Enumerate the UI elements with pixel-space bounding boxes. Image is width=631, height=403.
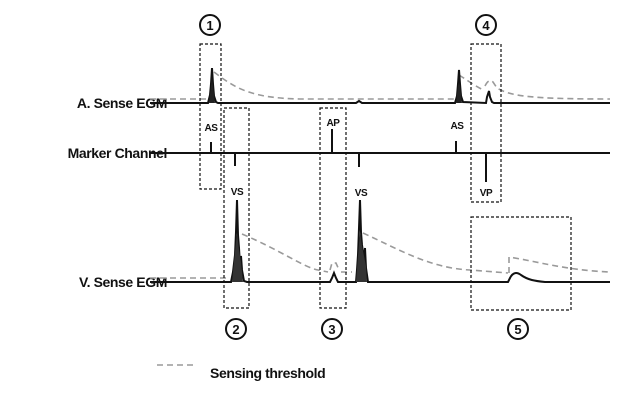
- callout-marker-2: 2: [225, 318, 247, 340]
- callout-box-5: [470, 216, 572, 311]
- marker-label-vp: VP: [480, 188, 493, 199]
- atrial-egm-signal: [150, 67, 610, 105]
- callout-number-5: 5: [514, 322, 521, 337]
- marker-label-as-1: AS: [204, 123, 218, 134]
- legend-threshold-label: Sensing threshold: [210, 365, 325, 381]
- atrial-egm-fill-2: [456, 82, 462, 103]
- callout-marker-4: 4: [475, 14, 497, 36]
- callout-box-1: [199, 43, 222, 190]
- ventricular-egm-signal: [150, 199, 610, 283]
- callout-number-2: 2: [232, 322, 239, 337]
- callout-marker-5: 5: [507, 318, 529, 340]
- marker-label-vs-2: VS: [355, 188, 368, 199]
- ventricular-egm-fill-1: [232, 232, 243, 282]
- ventricular-egm-fill-2: [356, 232, 367, 282]
- callout-box-2: [223, 107, 250, 309]
- callout-number-4: 4: [482, 18, 490, 33]
- callout-marker-1: 1: [199, 14, 221, 36]
- ventricular-sensing-threshold: [150, 232, 611, 279]
- callout-box-3: [319, 107, 347, 309]
- atrial-sensing-threshold: [150, 71, 611, 100]
- atrial-egm-label: A. Sense EGM: [77, 95, 167, 111]
- atrial-egm-fill-1: [209, 78, 215, 103]
- marker-channel-label: Marker Channel: [68, 145, 167, 161]
- callout-marker-3: 3: [321, 318, 343, 340]
- callout-number-3: 3: [328, 322, 335, 337]
- marker-label-ap: AP: [326, 118, 340, 129]
- marker-label-vs-1: VS: [231, 187, 244, 198]
- callout-box-4: [470, 43, 502, 203]
- ventricular-egm-label: V. Sense EGM: [79, 274, 167, 290]
- marker-label-as-2: AS: [450, 121, 464, 132]
- callout-number-1: 1: [206, 18, 213, 33]
